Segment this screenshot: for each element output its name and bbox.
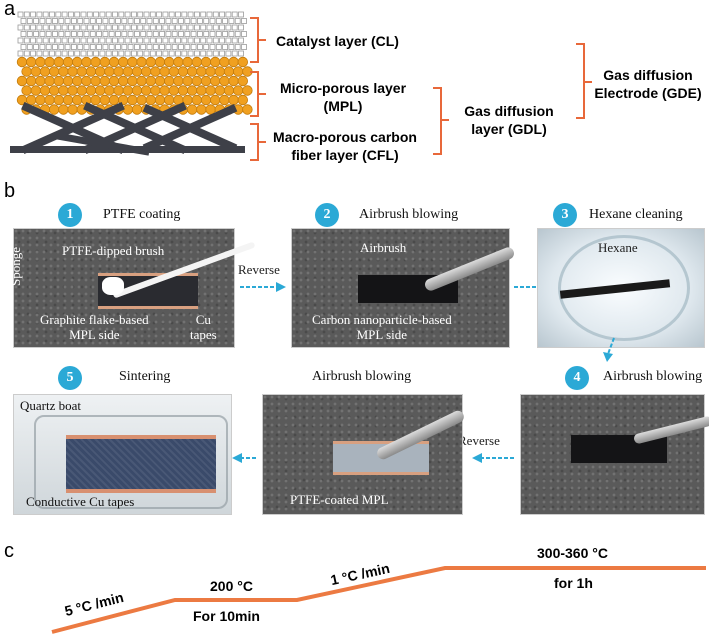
photo-hexane-cleaning — [537, 228, 705, 348]
ann-ptfe-coated-mpl: PTFE-coated MPL — [290, 492, 389, 507]
quartz-boat — [34, 415, 228, 509]
carbon-fiber-layer — [10, 101, 245, 156]
ann-carbon-line2: MPL side — [356, 327, 408, 342]
gde-label-line1: Gas diffusion — [603, 67, 693, 83]
micro-porous-layer-spheres — [16, 56, 253, 115]
step-badge-2: 2 — [315, 203, 339, 227]
gde-sample — [66, 435, 216, 493]
cfl-label-line1: Macro-porous carbon — [273, 129, 417, 145]
step-title-3: Hexane cleaning — [589, 207, 683, 222]
ann-cu-tapes: Cu tapes — [190, 312, 217, 342]
ann-quartz-boat: Quartz boat — [20, 398, 82, 413]
panel-label-a: a — [4, 0, 16, 20]
step-badge-3: 3 — [553, 203, 577, 227]
curve-hold1: For 10min — [193, 608, 260, 624]
mpl-label: Micro-porous layer (MPL) — [262, 79, 424, 115]
reverse-label-top: Reverse — [238, 262, 280, 277]
ann-cu-line2: tapes — [190, 327, 217, 342]
brush-bristles — [102, 277, 124, 295]
ann-graphite: Graphite flake-based MPL side — [40, 312, 149, 342]
airbrush-body — [632, 415, 709, 445]
curve-t2: 300-360 °C — [537, 545, 608, 561]
mpl-label-line1: Micro-porous layer — [279, 80, 407, 96]
heating-curve — [51, 566, 706, 634]
gdl-label-line1: Gas diffusion — [464, 103, 554, 119]
step-title-1: PTFE coating — [103, 207, 181, 222]
airbrush-body — [423, 245, 516, 293]
curve-hold2: for 1h — [554, 575, 593, 591]
gde-label: Gas diffusion Electrode (GDE) — [590, 66, 706, 102]
cl-label: Catalyst layer (CL) — [276, 33, 399, 49]
photo-airbrush-blowing-final — [262, 394, 466, 515]
layer-schematic — [10, 11, 592, 161]
ann-conductive-cu: Conductive Cu tapes — [26, 494, 135, 509]
ann-ptfe-brush: PTFE-dipped brush — [62, 243, 165, 258]
arrow-4-to-airbrush — [472, 453, 516, 463]
photo-sintering — [13, 394, 232, 515]
curve-t1: 200 °C — [210, 578, 253, 594]
arrow-3-to-4 — [603, 337, 615, 362]
ann-carbon-mpl: Carbon nanoparticle-based MPL side — [312, 312, 452, 342]
gdl-label: Gas diffusion layer (GDL) — [446, 102, 572, 138]
glass-dish — [558, 235, 690, 341]
arrow-airbrush-to-5 — [232, 453, 258, 463]
temperature-profile — [51, 566, 706, 634]
ann-carbon-line1: Carbon nanoparticle-based — [312, 312, 452, 327]
photo-ptfe-coating — [13, 228, 256, 348]
ann-graphite-line2: MPL side — [69, 327, 120, 342]
photo-airbrush-blowing-4 — [520, 394, 709, 515]
step-title-5: Sintering — [119, 369, 171, 384]
panel-label-c: c — [4, 540, 14, 562]
cfl-label: Macro-porous carbon fiber layer (CFL) — [262, 128, 428, 164]
cfl-label-line2: fiber layer (CFL) — [291, 147, 399, 163]
catalyst-layer-particles — [17, 11, 247, 57]
step-title-2: Airbrush blowing — [359, 207, 459, 222]
step-badge-1: 1 — [58, 203, 82, 227]
ann-hexane: Hexane — [598, 240, 638, 255]
ann-cu-line1: Cu — [195, 312, 211, 327]
ann-airbrush: Airbrush — [360, 240, 407, 255]
mpl-label-line2: (MPL) — [323, 98, 363, 114]
photo-airbrush-blowing-1 — [291, 228, 516, 348]
step-title-4: Airbrush blowing — [603, 369, 703, 384]
step-title-airbrush-bottom: Airbrush blowing — [312, 369, 412, 384]
arrow-1-to-2 — [240, 282, 286, 292]
ann-sponge: Sponge — [8, 247, 23, 286]
step-badge-5: 5 — [58, 366, 82, 390]
step-badge-4: 4 — [565, 366, 589, 390]
layer-brackets — [250, 17, 592, 161]
reverse-label-bottom: Reverse — [458, 433, 500, 448]
gde-label-line2: Electrode (GDE) — [594, 85, 702, 101]
gdl-label-line2: layer (GDL) — [471, 121, 547, 137]
panel-label-b: b — [4, 180, 16, 202]
ann-graphite-line1: Graphite flake-based — [40, 312, 149, 327]
